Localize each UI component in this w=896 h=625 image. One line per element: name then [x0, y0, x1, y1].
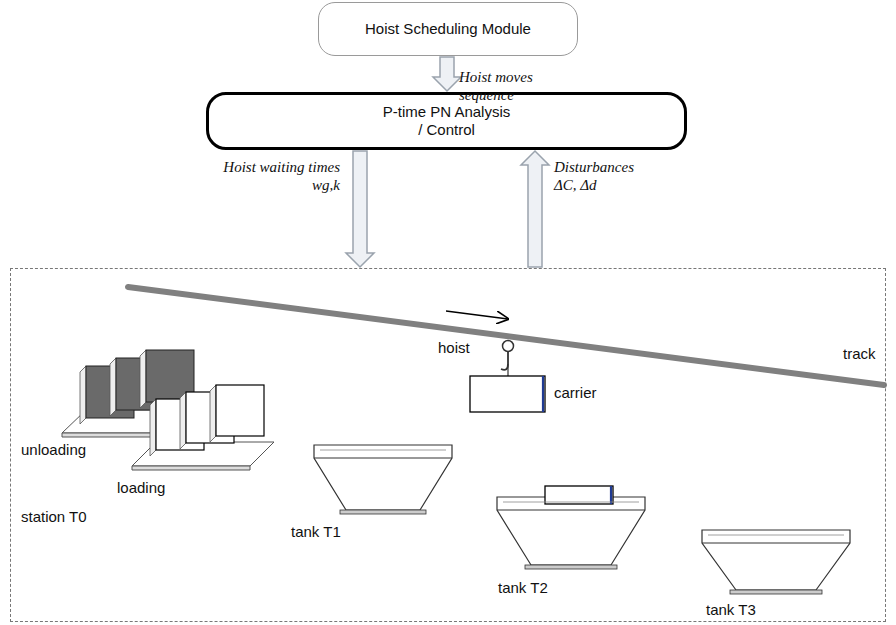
tank-t1 [314, 445, 452, 514]
loading-station [132, 385, 274, 470]
tank-label: tank T2 [498, 579, 548, 597]
hoist-hook [501, 341, 514, 377]
tank-t2 [497, 486, 645, 569]
track-label: track [843, 345, 876, 363]
box-title: P-time PN Analysis / Control [381, 103, 513, 139]
tank-label: tank T3 [706, 601, 756, 619]
box-title: Hoist Scheduling Module [365, 20, 531, 38]
flow-label: Disturbances ΔC, Δd [554, 158, 654, 194]
carrier-label: carrier [554, 384, 597, 402]
scheduler-box: Hoist Scheduling Module [318, 2, 578, 56]
motion-arrow [446, 311, 508, 319]
block-arrow [433, 57, 461, 91]
tank-label: tank T1 [291, 523, 341, 541]
carrier-frame [470, 376, 545, 412]
tank-t3 [702, 530, 850, 594]
controller-box: P-time PN Analysis / Control [206, 92, 687, 150]
hoist-label: hoist [438, 339, 470, 357]
station-label: unloading [21, 441, 86, 459]
station-label: loading [117, 479, 165, 497]
track-rail [128, 287, 884, 385]
flow-label: Hoist waiting times wg,k [196, 158, 340, 194]
flow-label: Hoist moves sequence [459, 68, 551, 104]
block-arrow [521, 151, 549, 267]
plant-region: hoist carrier track unloading loading station… [10, 268, 886, 622]
block-arrow [346, 151, 374, 267]
station-label: station T0 [21, 508, 87, 526]
